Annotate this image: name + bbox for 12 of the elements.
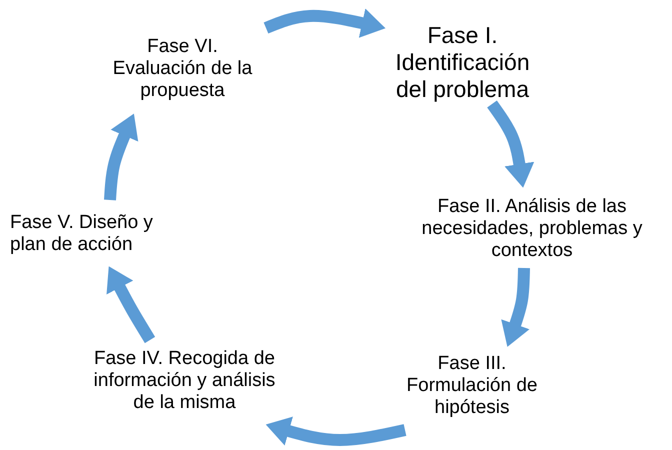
curved-arrow bbox=[106, 266, 156, 344]
curved-arrow bbox=[487, 100, 534, 188]
curved-arrow bbox=[264, 8, 386, 38]
phase-label: Fase IV. Recogida de información y análisis de la misma bbox=[92, 348, 276, 414]
phase-label: Fase II. Análisis de las necesidades, problemas y contextos bbox=[420, 196, 644, 262]
curved-arrow bbox=[266, 416, 406, 446]
curved-arrow bbox=[501, 268, 530, 347]
phase-label: Fase V. Diseño y plan de acción bbox=[10, 212, 154, 256]
phase-label: Fase VI. Evaluación de la propuesta bbox=[112, 36, 254, 102]
curved-arrow bbox=[104, 114, 138, 200]
phase-label: Fase III. Formulación de hipótesis bbox=[406, 353, 538, 419]
phase-label: Fase I. Identificación del problema bbox=[395, 22, 530, 103]
